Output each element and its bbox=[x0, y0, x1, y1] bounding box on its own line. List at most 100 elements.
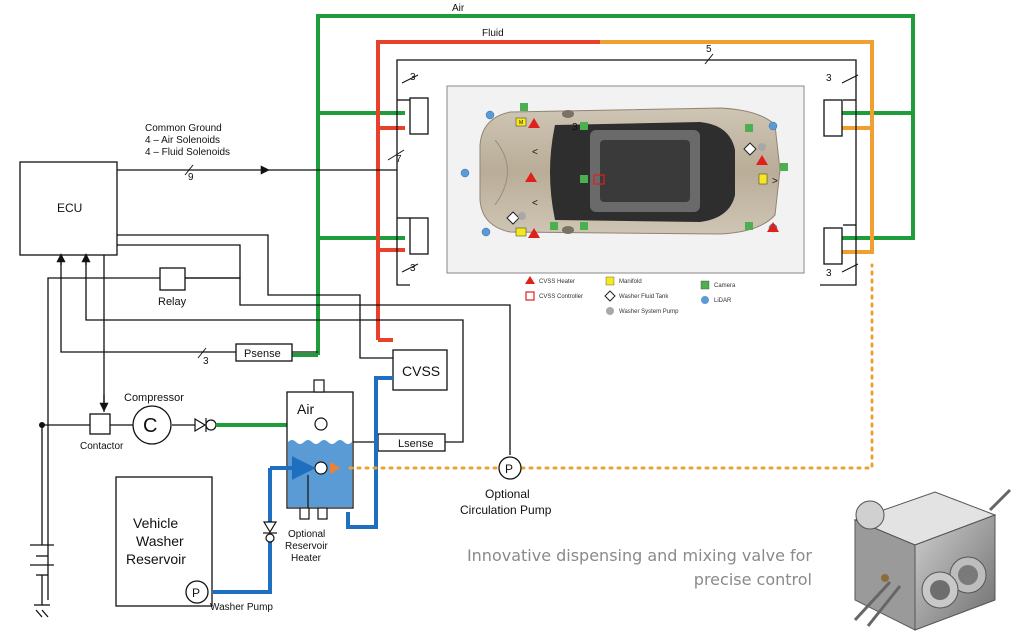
tank-air-label: Air bbox=[297, 401, 314, 417]
solenoid-box-front-right bbox=[823, 99, 843, 137]
compressor-symbol bbox=[132, 405, 172, 445]
battery-ground-symbol bbox=[30, 544, 54, 618]
control-loop bbox=[396, 59, 857, 286]
tank-marker bbox=[743, 142, 757, 156]
washer-reservoir-label: Vehicle Washer Reservoir bbox=[126, 515, 188, 567]
legend-item: Washer System Pump bbox=[606, 307, 679, 315]
legend-label: Camera bbox=[714, 283, 736, 289]
manifold-mark: M bbox=[519, 120, 523, 126]
pump-marker bbox=[518, 212, 526, 220]
solenoid-box-rear-left bbox=[409, 217, 429, 255]
contactor-box bbox=[89, 413, 111, 435]
vehicle-top-view bbox=[446, 85, 805, 274]
car-sensors: < < > 3 M bbox=[460, 103, 788, 238]
count-5: 5 bbox=[706, 44, 712, 55]
relay-label: Relay bbox=[158, 296, 187, 308]
legend-label: CVSS Heater bbox=[539, 279, 575, 285]
washer-pump-label: Washer Pump bbox=[210, 602, 273, 613]
psense-label: Psense bbox=[244, 348, 281, 360]
heater-marker bbox=[528, 118, 540, 128]
circulation-pump-letter: P bbox=[505, 462, 513, 476]
valve-illustration bbox=[853, 488, 1012, 631]
count-3-psense: 3 bbox=[203, 356, 209, 367]
count-3-top-left: 3 bbox=[410, 72, 416, 83]
lidar-marker bbox=[460, 168, 470, 178]
legend-label: Manifold bbox=[619, 279, 642, 285]
ecu-label: ECU bbox=[57, 201, 82, 215]
ecu-box bbox=[19, 161, 118, 256]
compressor-label: Compressor bbox=[124, 392, 184, 404]
lsense-label: Lsense bbox=[398, 438, 433, 450]
legend-item: Camera bbox=[700, 280, 736, 290]
legend-marker bbox=[701, 296, 709, 304]
compressor-symbol-letter: C bbox=[143, 415, 157, 437]
cvss-label: CVSS bbox=[402, 363, 440, 379]
heater-marker bbox=[528, 228, 540, 238]
contactor-label: Contactor bbox=[80, 441, 124, 452]
camera-marker bbox=[580, 222, 588, 230]
count-3-top-right: 3 bbox=[826, 73, 832, 84]
count-7: 7 bbox=[396, 154, 402, 165]
camera-marker bbox=[580, 175, 588, 183]
camera-markers bbox=[520, 103, 788, 230]
lidar-marker bbox=[481, 227, 491, 237]
valve-caption-line-1: Innovative dispensing and mixing valve f… bbox=[466, 546, 812, 565]
tank-fluid-port bbox=[314, 461, 328, 475]
valve-caption-line-2: precise control bbox=[693, 570, 812, 589]
air-line-label: Air bbox=[452, 3, 465, 14]
heater-label: Optional Reservoir Heater bbox=[285, 529, 331, 564]
manifold-marker bbox=[515, 117, 527, 127]
legend-marker bbox=[605, 276, 615, 286]
camera-marker bbox=[745, 222, 753, 230]
count-3-bottom-left: 3 bbox=[410, 263, 416, 274]
heater-markers bbox=[525, 118, 779, 238]
heater-port-b bbox=[317, 507, 328, 520]
camera-marker bbox=[550, 222, 558, 230]
legend-marker bbox=[604, 290, 616, 302]
ecu-wiring bbox=[42, 234, 511, 600]
manifold-markers bbox=[515, 117, 768, 237]
relay-box bbox=[159, 267, 186, 291]
tank-top-port bbox=[313, 379, 325, 393]
heater-marker bbox=[767, 222, 779, 232]
valve-caption: Innovative dispensing and mixing valve f… bbox=[440, 544, 812, 592]
controller-marker bbox=[593, 174, 605, 185]
camera-marker bbox=[580, 122, 588, 130]
common-ground-label: Common Ground 4 – Air Solenoids 4 – Flui… bbox=[145, 123, 230, 158]
legend-marker bbox=[525, 276, 535, 284]
heater-port-a bbox=[299, 507, 310, 520]
check-valve-fluid bbox=[262, 521, 278, 543]
count-3-bottom-right: 3 bbox=[826, 268, 832, 279]
camera-marker bbox=[520, 103, 528, 111]
tank-return-arrow bbox=[330, 462, 340, 474]
cvss-box bbox=[392, 349, 448, 391]
heater-marker bbox=[525, 172, 537, 182]
car-arrow-rear: < bbox=[532, 198, 538, 209]
car-count-3: 3 bbox=[572, 122, 578, 133]
fluid-line bbox=[376, 40, 874, 342]
legend-marker bbox=[700, 280, 710, 290]
camera-marker bbox=[780, 163, 788, 171]
manifold-marker bbox=[758, 173, 768, 185]
reservoir-line bbox=[213, 376, 393, 594]
circulation-pump-label: Optional Circulation Pump bbox=[460, 487, 552, 517]
legend-item: CVSS Controller bbox=[525, 291, 583, 301]
legend-item: CVSS Heater bbox=[525, 276, 575, 285]
legend-label: Washer System Pump bbox=[619, 309, 679, 315]
fluid-line-label: Fluid bbox=[482, 28, 504, 39]
legend-item: Manifold bbox=[605, 276, 642, 286]
tank-marker bbox=[506, 211, 520, 225]
car-arrow-right: > bbox=[772, 176, 778, 187]
washer-pump-letter: P bbox=[192, 586, 200, 600]
circulation-pump-symbol bbox=[498, 456, 522, 480]
manifold-marker bbox=[515, 227, 527, 237]
legend-label: LiDAR bbox=[714, 298, 732, 304]
legend-item: LiDAR bbox=[701, 296, 732, 304]
camera-marker bbox=[745, 124, 753, 132]
pump-marker bbox=[758, 143, 766, 151]
legend-marker bbox=[525, 291, 535, 301]
air-line bbox=[292, 14, 915, 357]
tank-air-port bbox=[314, 417, 328, 431]
